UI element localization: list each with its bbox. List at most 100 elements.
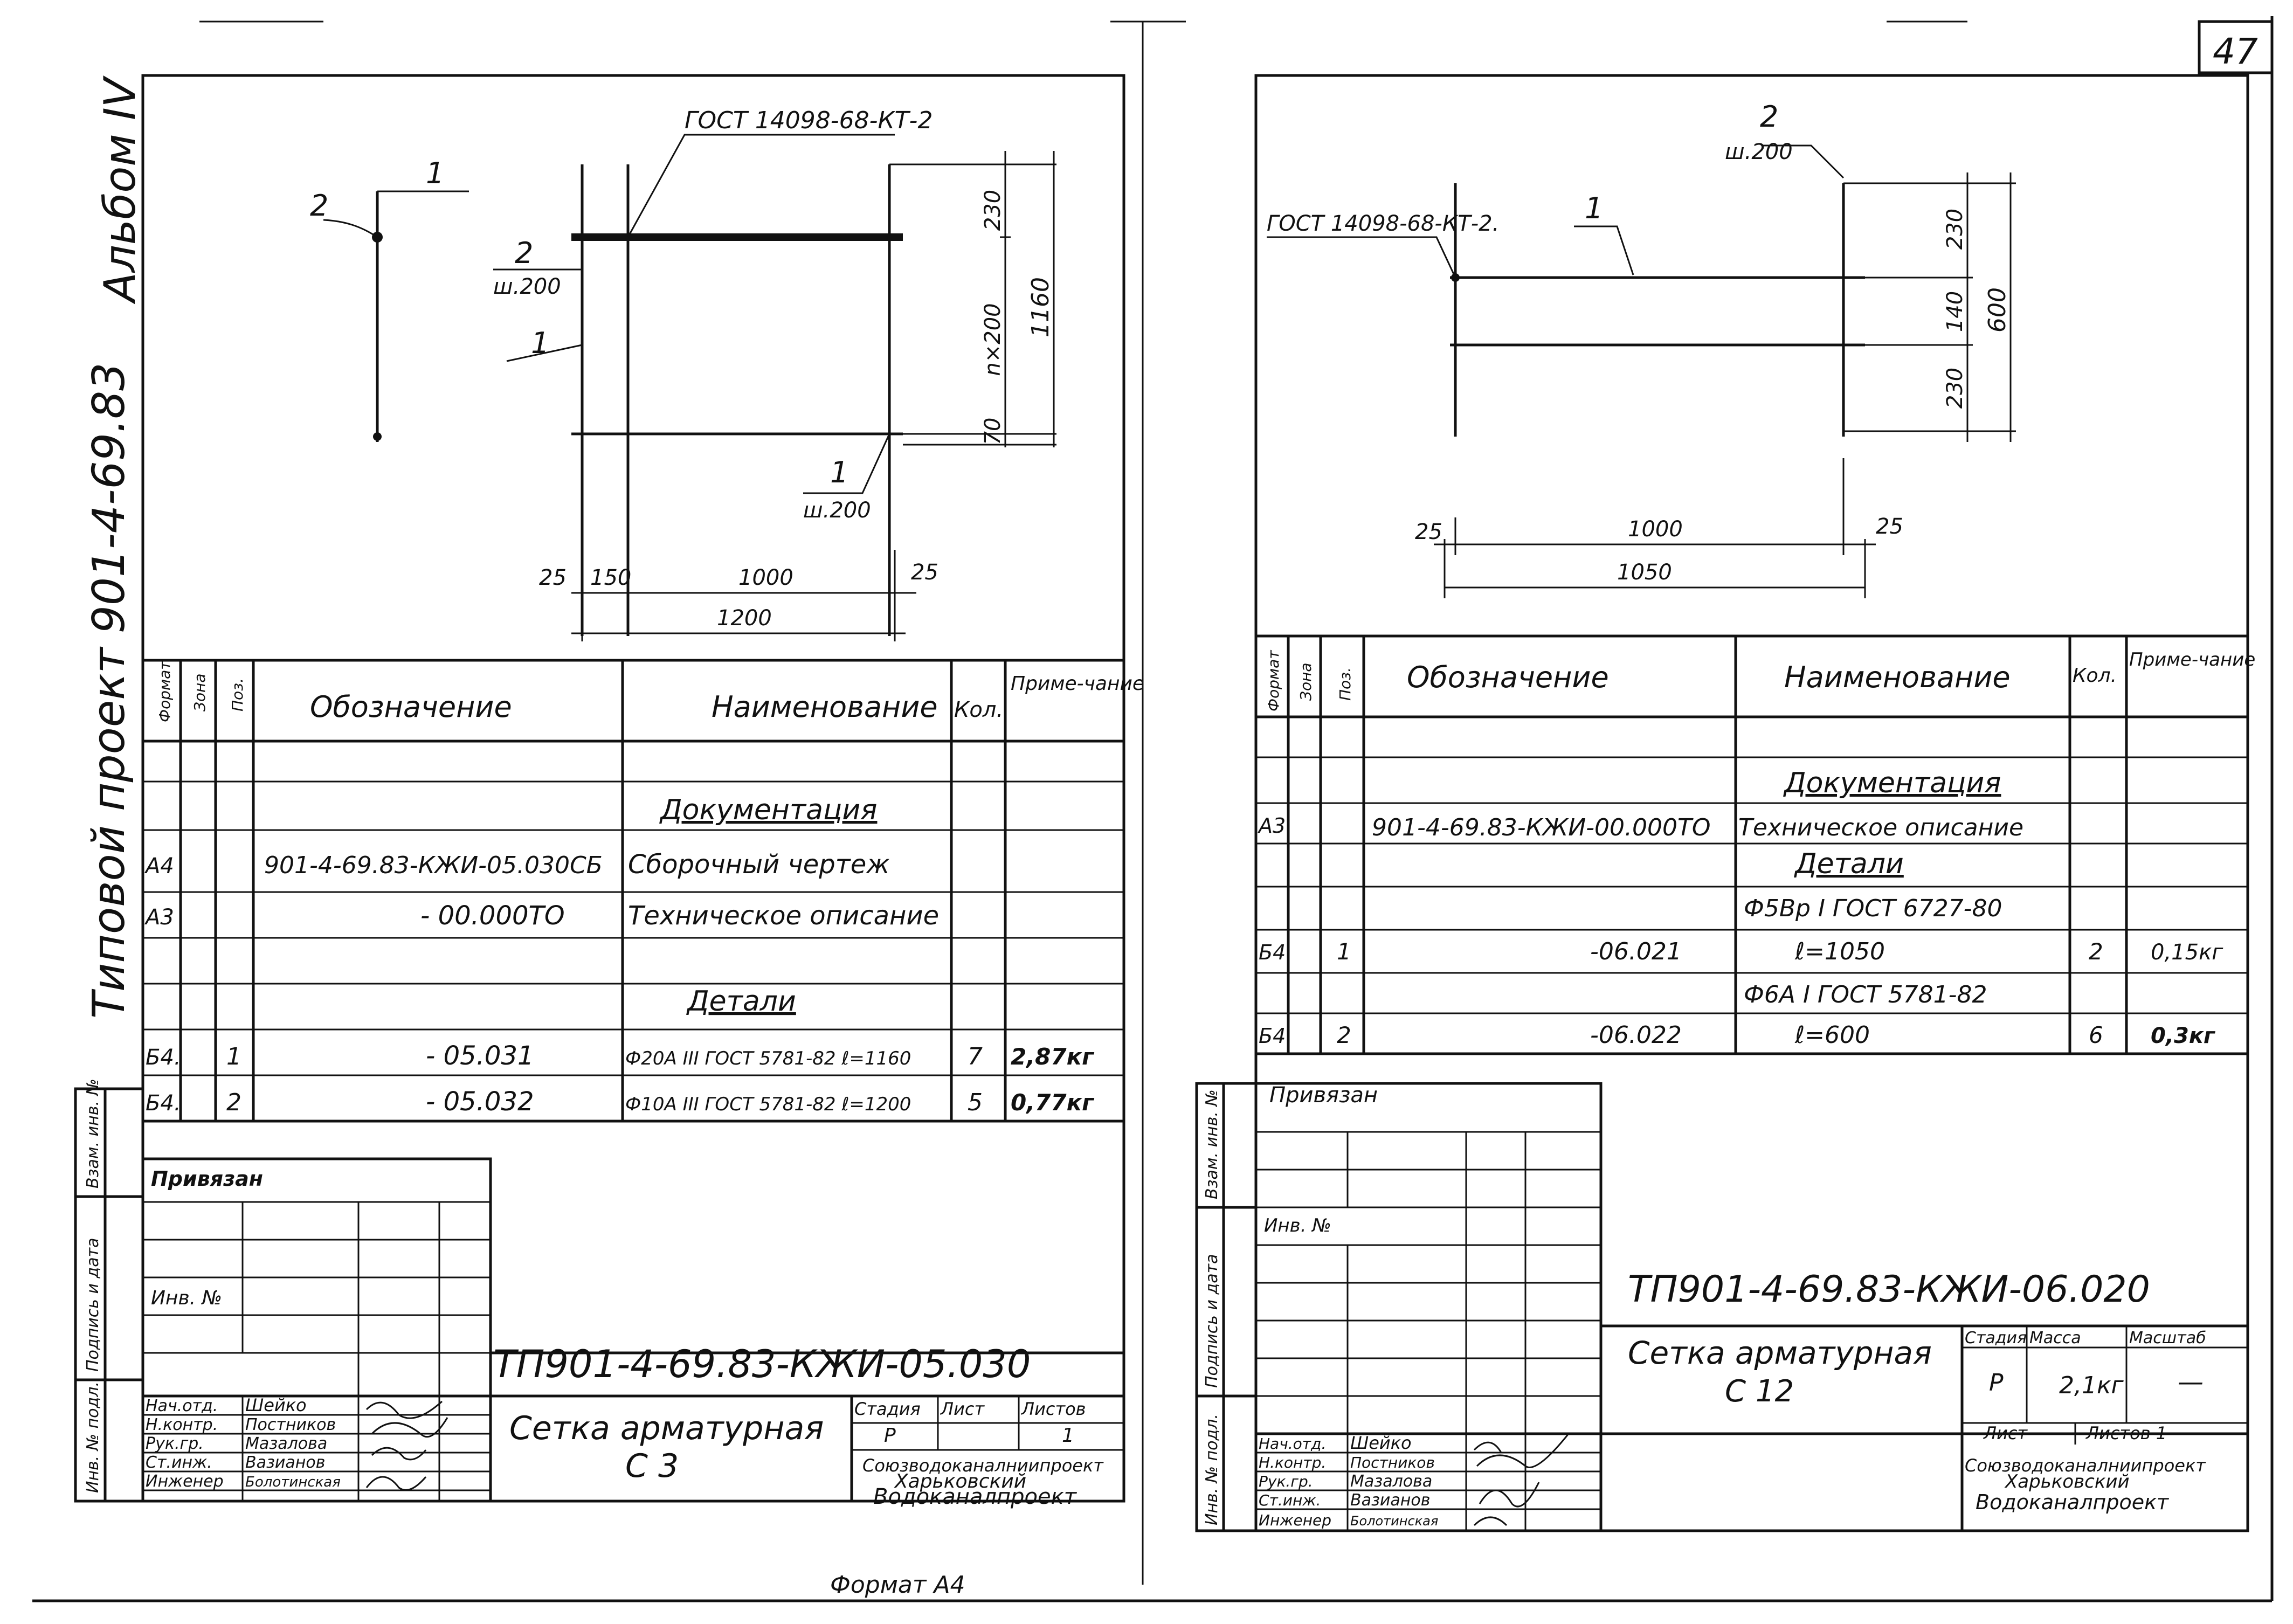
- drawing-label: —: [2178, 1367, 2204, 1397]
- side-stamp-replace: Взам. инв. №: [84, 1079, 102, 1188]
- drawing-label: Харьковский: [894, 1470, 1026, 1492]
- drawing-label: Поз.: [229, 678, 246, 711]
- drawing-label: 1: [426, 156, 444, 190]
- drawing-label: Стадия: [854, 1399, 921, 1419]
- drawing-label: Болотинская: [245, 1474, 341, 1490]
- format-label: Формат А4: [830, 1571, 965, 1599]
- drawing-label: Союзводоканалниипроект: [862, 1455, 1104, 1476]
- drawing-label: Водоканалпроект: [873, 1484, 1078, 1509]
- drawing-label: Шейко: [1350, 1433, 1412, 1453]
- side-stamp-inv: Инв. № подл.: [84, 1381, 102, 1493]
- drawing-label: Мазалова: [245, 1434, 327, 1453]
- drawing-label: Постников: [245, 1415, 336, 1434]
- drawing-label: Масштаб: [2129, 1329, 2206, 1347]
- drawing-label: Кол.: [954, 697, 1003, 722]
- drawing-label: 1200: [717, 606, 772, 631]
- drawing-label: 2,1кг: [2059, 1372, 2124, 1399]
- drawing-label: Масса: [2029, 1329, 2081, 1347]
- drawing-label: 0,3кг: [2151, 1024, 2215, 1048]
- drawing-label: 230: [1943, 209, 1967, 250]
- drawing-label: С 3: [625, 1447, 679, 1485]
- drawing-label: 1: [1585, 191, 1603, 225]
- drawing-label: 1: [1337, 938, 1351, 965]
- drawing-label: Инв. №: [151, 1287, 222, 1309]
- drawing-label: 2: [1337, 1022, 1351, 1048]
- drawing-label: Шейко: [245, 1395, 307, 1415]
- page-number-box: 47: [2198, 20, 2274, 74]
- right-spec-table: Формат Зона Поз. Обозначение Наименовани…: [1256, 634, 2255, 1055]
- drawing-label: Формат: [1265, 650, 1282, 711]
- drawing-label: ш.200: [803, 498, 871, 523]
- drawing-label: 2: [2089, 938, 2103, 965]
- drawing-label: - 05.031: [426, 1041, 534, 1071]
- drawing-label: Р: [884, 1425, 896, 1447]
- page-number: 47: [2213, 31, 2258, 72]
- drawing-label: Ф10А III ГОСТ 5781-82 ℓ=1200: [625, 1094, 911, 1115]
- drawing-label: ГОСТ 14098-68-КТ-2: [685, 107, 933, 134]
- left-title-block: Привязан Инв. № ТП901-4-69.83-КЖИ-05.030…: [141, 1157, 1124, 1509]
- left-spec-table: Формат Зона Поз. Обозначение Наименовани…: [143, 659, 1144, 1123]
- drawing-label: 7: [968, 1043, 983, 1070]
- drawing-label: Лист: [1983, 1423, 2028, 1443]
- drawing-label: 1000: [1628, 517, 1683, 542]
- drawing-label: Лист: [940, 1399, 985, 1419]
- drawing-label: Н.контр.: [1259, 1454, 1326, 1471]
- drawing-label: 25: [539, 565, 567, 590]
- drawing-label: Союзводоканалниипроект: [1965, 1455, 2206, 1476]
- drawing-label: 1: [830, 455, 848, 489]
- drawing-label: А4: [144, 854, 174, 879]
- project-margin-text: Типовой проект 901-4-69.83: [84, 363, 135, 1019]
- drawing-label: 25: [1415, 520, 1442, 544]
- left-drawing-title: Сетка арматурная: [509, 1409, 824, 1447]
- drawing-label: Болотинская: [1350, 1514, 1438, 1529]
- drawing-label: Обозначение: [1407, 660, 1609, 694]
- drawing-label: -06.021: [1590, 938, 1682, 965]
- left-sheet: Инв. № подл. Подпись и дата Взам. инв. №…: [74, 74, 1144, 1509]
- drawing-label: ℓ=1050: [1794, 938, 1885, 965]
- drawing-label: Б4.: [1259, 941, 1292, 964]
- drawing-label: Рук.гр.: [146, 1434, 204, 1453]
- drawing-label: 70: [980, 418, 1005, 445]
- drawing-label: Стадия: [1965, 1329, 2027, 1347]
- drawing-label: ш.200: [1725, 140, 1793, 164]
- drawing-label: Наименование: [1784, 660, 2011, 694]
- drawing-label: 230: [1943, 368, 1967, 409]
- side-stamp-sign: Подпись и дата: [84, 1238, 102, 1372]
- drawing-label: Приме-чание: [1011, 673, 1144, 695]
- drawing-label: Нач.отд.: [146, 1397, 218, 1415]
- drawing-label: Взам. инв. №: [1203, 1089, 1221, 1199]
- drawing-label: Привязан: [151, 1167, 263, 1191]
- drawing-label: Наименование: [712, 690, 938, 724]
- drawing-label: 25: [911, 560, 938, 585]
- drawing-label: Техническое описание: [628, 901, 939, 931]
- drawing-label: Кол.: [2073, 665, 2117, 687]
- drawing-label: Харьковский: [2004, 1471, 2130, 1492]
- drawing-label: 1050: [1617, 560, 1672, 585]
- drawing-label: n×200: [980, 303, 1005, 376]
- drawing-label: 1160: [1027, 277, 1054, 337]
- drawing-label: Обозначение: [310, 690, 512, 724]
- drawing-label: Ф5Вр I ГОСТ 6727-80: [1744, 895, 2002, 922]
- right-mesh-drawing: ГОСТ 14098-68-КТ-2. 1 2 ш.200 230 140 23…: [1267, 100, 2016, 598]
- drawing-label: Подпись и дата: [1203, 1254, 1221, 1388]
- drawing-label: 5: [968, 1089, 983, 1116]
- drawing-label: 600: [1984, 287, 2011, 333]
- drawing-label: Ст.инж.: [146, 1453, 212, 1472]
- drawing-label: 901-4-69.83-КЖИ-00.000ТО: [1372, 814, 1710, 841]
- drawing-label: Листов 1: [2085, 1423, 2167, 1443]
- drawing-label: Вазианов: [245, 1453, 325, 1472]
- drawing-label: Документация: [1783, 767, 2001, 799]
- drawing-label: Зона: [1297, 662, 1315, 701]
- drawing-label: Приме-чание: [2129, 649, 2255, 671]
- drawing-label: Б4.: [146, 1045, 181, 1070]
- drawing-label: Привязан: [1269, 1083, 1378, 1108]
- right-title-block: Привязан Инв. № ТП901-4-69.83-КЖИ-06.020…: [1254, 1082, 2248, 1532]
- drawing-label: ℓ=600: [1794, 1021, 1870, 1049]
- drawing-label: Документация: [659, 794, 877, 826]
- drawing-label: С 12: [1725, 1374, 1794, 1409]
- drawing-label: Зона: [191, 673, 209, 711]
- album-label: Альбом IV: [95, 75, 145, 305]
- right-drawing-code: ТП901-4-69.83-КЖИ-06.020: [1628, 1268, 2150, 1311]
- drawing-label: Формат: [156, 661, 174, 722]
